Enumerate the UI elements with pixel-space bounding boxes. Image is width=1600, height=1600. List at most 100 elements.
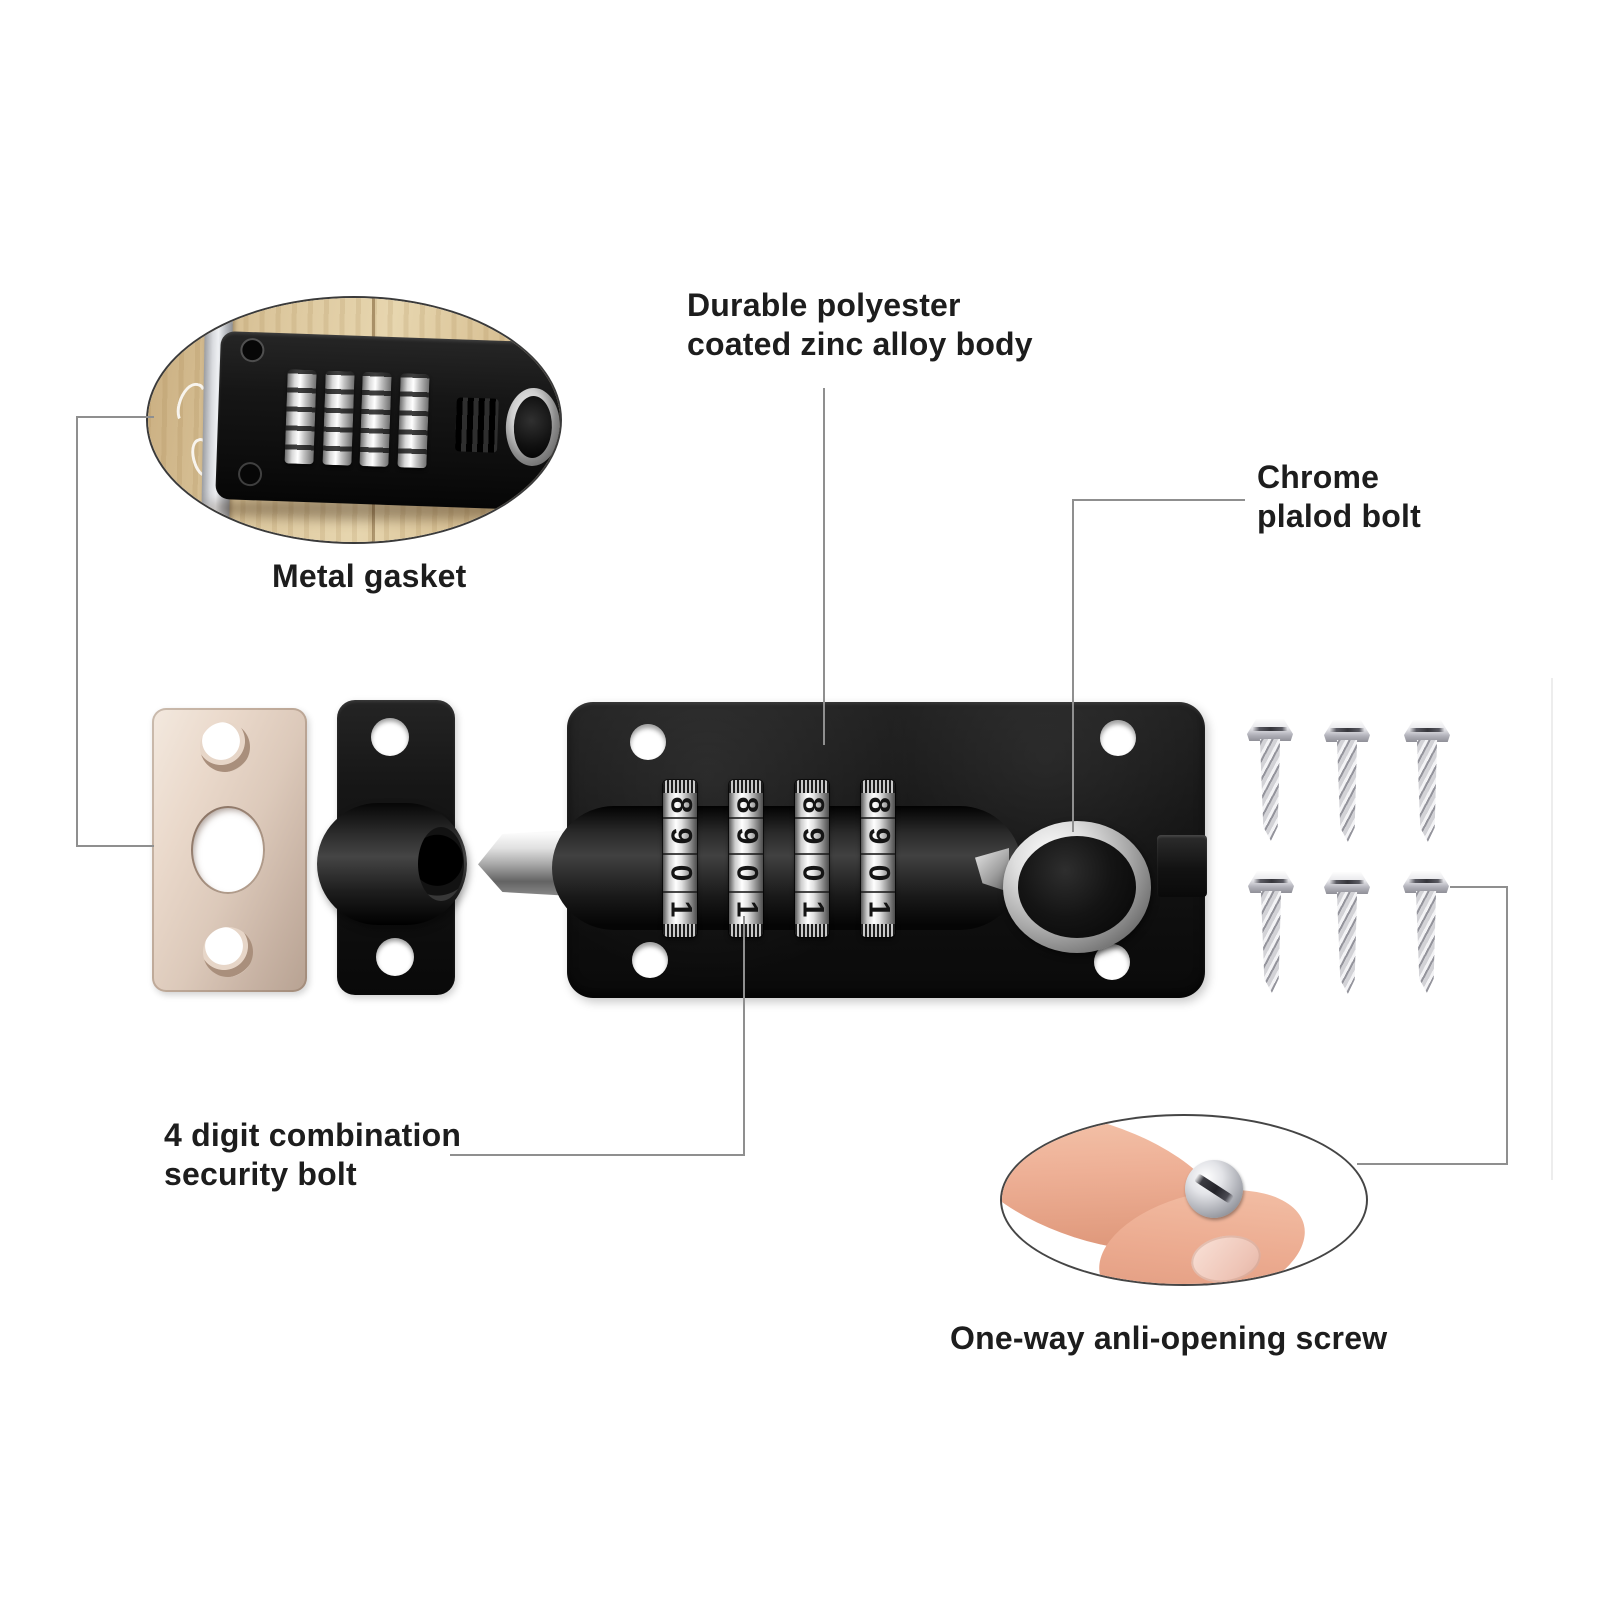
screw-shaft	[1416, 740, 1438, 842]
screw-hole	[632, 942, 668, 978]
label-zinc-body-line1: Durable polyester	[687, 287, 961, 323]
dial-digit: 1	[729, 891, 763, 924]
leader-gasket-v	[76, 416, 78, 847]
leader-chrome-bolt-v	[1072, 499, 1074, 832]
screw-head	[1403, 871, 1449, 893]
dial-knurl	[795, 924, 829, 937]
dial-digit: 9	[663, 817, 697, 853]
leader-oneway-top	[1450, 886, 1508, 888]
screw-head	[1324, 720, 1370, 742]
side-tab	[1157, 835, 1207, 897]
screw-shaft	[1415, 891, 1437, 993]
installed-lock-body	[215, 331, 560, 511]
dial-knurl	[663, 924, 697, 937]
dial-digit: 8	[862, 796, 895, 814]
lock-body: 8 9 0 1 8 9 0 1 8 9 0 1 8 9 0 1	[552, 702, 1207, 998]
screw-head	[1248, 871, 1294, 893]
dial-digit: 1	[861, 891, 895, 924]
screw-hole	[242, 339, 263, 361]
installed-lock-inset-photo	[148, 298, 560, 542]
dial-digit: 8	[796, 796, 829, 814]
leader-zinc-body	[823, 388, 825, 745]
label-combination-bolt: 4 digit combination security bolt	[164, 1116, 461, 1194]
dial-knurl	[729, 780, 763, 793]
one-way-screw-inset-photo	[1002, 1116, 1366, 1284]
leader-chrome-bolt-h	[1073, 499, 1245, 501]
leader-oneway-bottom	[1357, 1163, 1508, 1165]
mounting-screw	[1324, 872, 1370, 996]
mounting-screw	[1404, 720, 1450, 844]
combination-dial-3: 8 9 0 1	[795, 780, 829, 937]
dial-knurl	[729, 924, 763, 937]
chrome-knob	[1003, 821, 1151, 953]
combination-dial-2: 8 9 0 1	[729, 780, 763, 937]
label-metal-gasket: Metal gasket	[272, 558, 467, 594]
label-chrome-bolt: Chrome plalod bolt	[1257, 458, 1421, 536]
dial-digit: 0	[663, 853, 697, 891]
combination-dial-4: 8 9 0 1	[861, 780, 895, 937]
label-chrome-bolt-line2: plalod bolt	[1257, 498, 1421, 534]
metal-gasket-plate	[152, 708, 307, 992]
chrome-knob-face	[1018, 836, 1136, 938]
dial-digit: 1	[663, 891, 697, 924]
leader-combination-h	[450, 1154, 745, 1156]
label-zinc-body: Durable polyester coated zinc alloy body	[687, 286, 1033, 364]
screw-head	[1404, 720, 1450, 742]
screw-shaft	[1259, 739, 1281, 841]
label-zinc-body-line2: coated zinc alloy body	[687, 326, 1033, 362]
mounting-screw	[1247, 719, 1293, 843]
bolt-barrel	[552, 806, 1022, 930]
countersunk-hole	[200, 722, 250, 772]
label-combination-bolt-line2: security bolt	[164, 1156, 357, 1192]
screw-hole	[376, 938, 414, 976]
mounting-screw	[1403, 871, 1449, 995]
dial-digit: 0	[795, 853, 829, 891]
dial-digit: 9	[861, 817, 895, 853]
screw-hole	[371, 718, 409, 756]
dial-digit: 0	[729, 853, 763, 891]
bolt-knob	[504, 387, 560, 467]
countersunk-hole	[203, 927, 253, 977]
combination-dial	[284, 369, 317, 465]
leader-oneway-v	[1506, 886, 1508, 1165]
screw-hole	[1100, 720, 1136, 756]
screw-shaft	[1336, 740, 1358, 842]
dial-digit: 1	[795, 891, 829, 924]
dial-digit: 8	[664, 796, 697, 814]
dial-knurl	[861, 924, 895, 937]
one-way-screw-head	[1185, 1160, 1243, 1218]
combination-dial	[322, 370, 355, 466]
leader-gasket-bottom	[76, 845, 154, 847]
dial-knurl	[861, 780, 895, 793]
bolt-oval-hole	[191, 806, 265, 894]
screw-hole	[1094, 944, 1130, 980]
label-one-way-screw: One-way anli-opening screw	[950, 1320, 1388, 1356]
leader-combination-v	[743, 916, 745, 1156]
bolt-keeper	[317, 700, 467, 995]
screw-head	[1324, 872, 1370, 894]
keeper-barrel	[317, 803, 467, 925]
combination-dial-1: 8 9 0 1	[663, 780, 697, 937]
mounting-screw	[1248, 871, 1294, 995]
screw-hole	[239, 463, 261, 485]
screw-shaft	[1336, 892, 1358, 994]
dial-digit: 9	[795, 817, 829, 853]
dial-knurl	[663, 780, 697, 793]
screw-head	[1247, 719, 1293, 741]
screw-hole	[630, 724, 666, 760]
dial-digit: 9	[729, 817, 763, 853]
bolt-knob-face	[512, 395, 553, 459]
screw-shaft	[1260, 891, 1282, 993]
mounting-screw	[1324, 720, 1370, 844]
dial-digit: 8	[730, 796, 763, 814]
combination-dial	[359, 371, 392, 467]
dial-digit: 0	[861, 853, 895, 891]
dial-knurl	[795, 780, 829, 793]
combination-dial	[397, 373, 430, 469]
bolt-vents	[454, 397, 499, 453]
label-chrome-bolt-line1: Chrome	[1257, 459, 1380, 495]
label-combination-bolt-line1: 4 digit combination	[164, 1117, 462, 1153]
keeper-barrel-opening	[418, 827, 464, 901]
photo-edge-line	[1551, 678, 1553, 1180]
